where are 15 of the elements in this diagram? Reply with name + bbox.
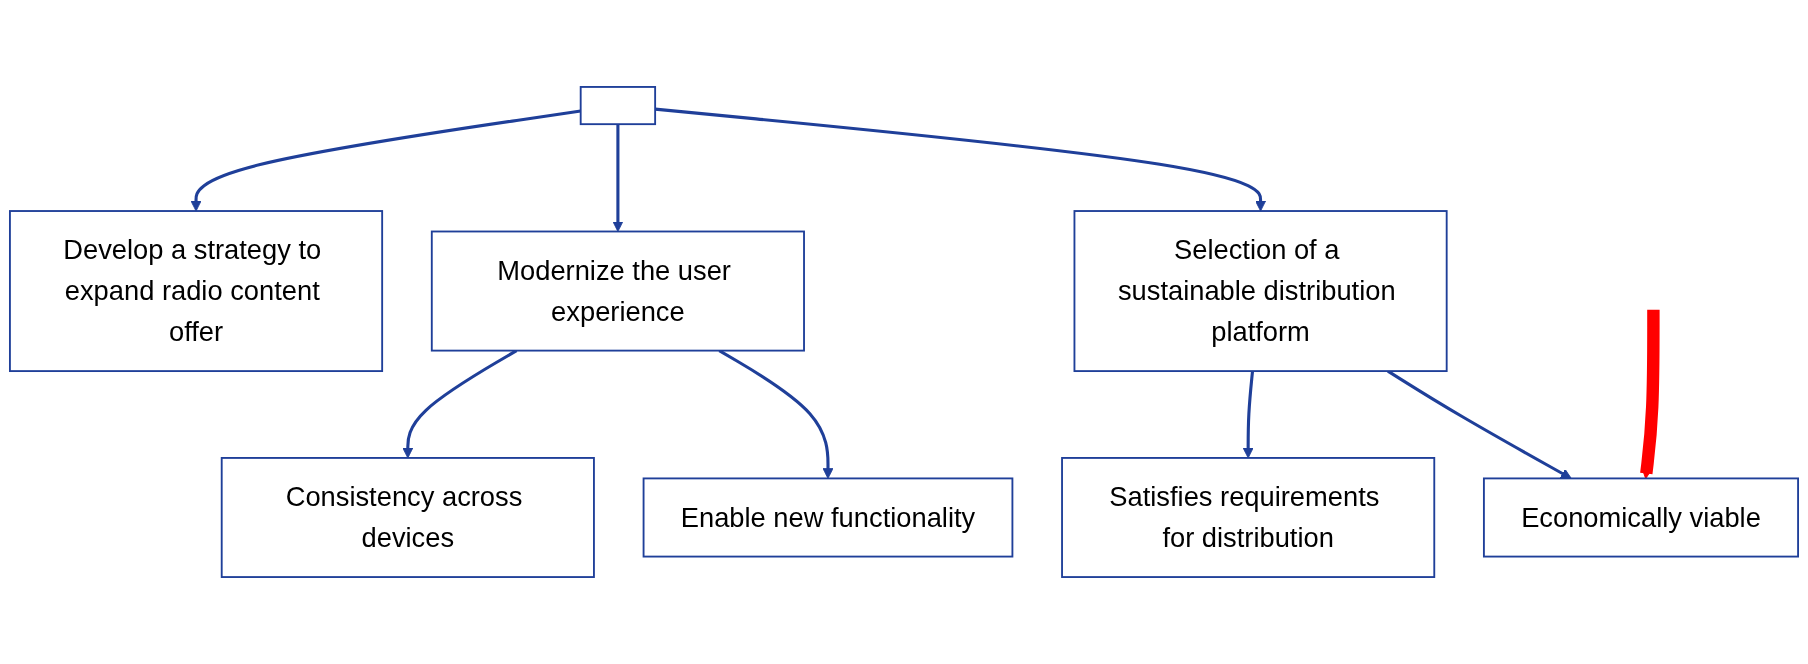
arrow — [190, 109, 581, 212]
node-box: Selection of a sustainable distribution platform — [1073, 210, 1448, 372]
arrow — [718, 349, 834, 479]
arrow — [1640, 309, 1660, 479]
arrow — [612, 124, 624, 232]
node-box: Satisfies requirements for distribution — [1061, 457, 1436, 578]
node-box: Modernize the user experience — [430, 230, 805, 352]
arrow — [655, 107, 1266, 212]
arrow — [402, 349, 518, 459]
node-box: Develop a strategy to expand radio content offer — [9, 210, 384, 372]
arrow — [1242, 370, 1255, 459]
node-box — [579, 86, 657, 126]
node-box: Enable new functionality — [642, 477, 1014, 558]
node-box: Economically viable — [1482, 477, 1799, 558]
node-box: Consistency across devices — [220, 457, 595, 578]
